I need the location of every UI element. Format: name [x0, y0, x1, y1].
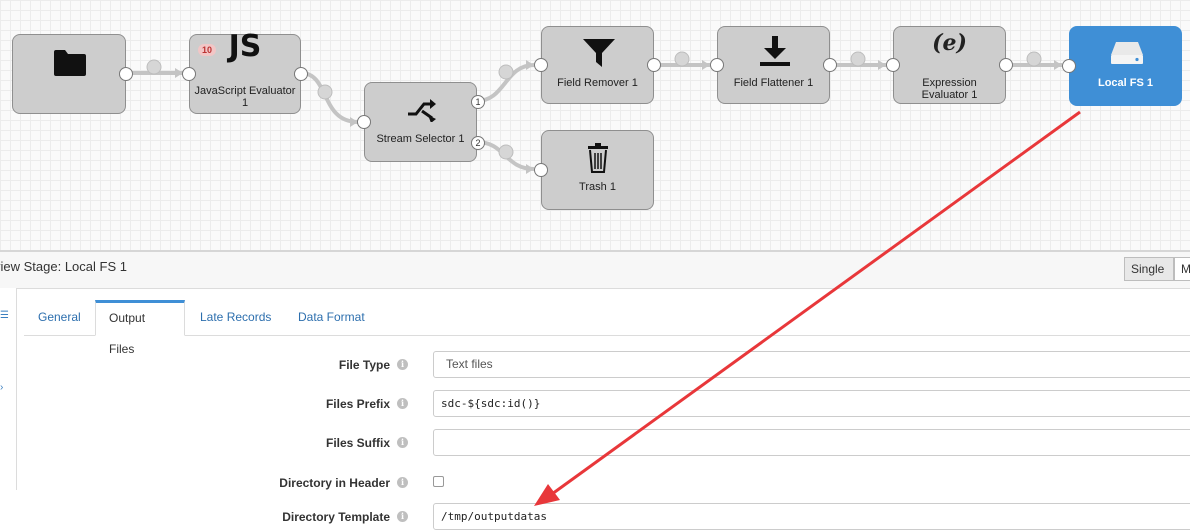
tab-data-format[interactable]: Data Format [298, 310, 365, 324]
stage-label: Stream Selector 1 [376, 133, 465, 145]
stage-local-fs[interactable]: Local FS 1 [1062, 26, 1182, 106]
input-port[interactable] [1062, 59, 1076, 73]
preview-icon [1026, 51, 1042, 67]
preview-icon [498, 144, 514, 160]
stage-label: Trash 1 [579, 181, 616, 193]
error-count-badge: 10 [198, 44, 217, 56]
tab-output-files[interactable]: Output Files [95, 300, 185, 356]
file-type-select[interactable]: Text files [433, 351, 1190, 378]
output-port[interactable] [294, 67, 308, 81]
output-port[interactable] [119, 67, 133, 81]
output-port-1[interactable]: 1 [471, 95, 485, 109]
info-icon[interactable]: i [397, 477, 408, 488]
input-port[interactable] [534, 163, 548, 177]
directory-template-label: Directory Template [282, 510, 390, 524]
arrow-head [526, 164, 534, 174]
output-port[interactable] [999, 58, 1013, 72]
funnel-icon [583, 39, 615, 67]
arrow-head [526, 60, 534, 70]
input-port[interactable] [710, 58, 724, 72]
files-suffix-input[interactable] [433, 429, 1190, 456]
files-suffix-label: Files Suffix [325, 436, 390, 450]
input-port[interactable] [534, 58, 548, 72]
preview-icon [498, 64, 514, 80]
files-prefix-input[interactable]: sdc-${sdc:id()} [433, 390, 1190, 417]
stage-trash[interactable]: Trash 1 [534, 130, 654, 210]
input-port[interactable] [182, 67, 196, 81]
trash-icon [588, 143, 608, 173]
download-icon [760, 36, 790, 66]
panel-title: view Stage: Local FS 1 [0, 259, 127, 274]
stage-field-remover[interactable]: Field Remover 1 [534, 26, 661, 104]
hard-drive-icon [1111, 42, 1143, 64]
directory-in-header-label: Directory in Header [279, 476, 390, 490]
pipeline-canvas[interactable]: 10 JS JavaScript Evaluator 1 Stream Sele… [0, 0, 1190, 250]
shuffle-icon [408, 99, 436, 122]
output-port[interactable] [647, 58, 661, 72]
folder-icon [54, 50, 86, 76]
arrow-head [702, 60, 710, 70]
stage-panel-header: view Stage: Local FS 1 Single M [0, 252, 1190, 289]
single-view-button[interactable]: Single [1124, 257, 1174, 281]
arrow-head [175, 68, 183, 78]
output-port-2[interactable]: 2 [471, 136, 485, 150]
expression-icon: (e) [932, 30, 967, 56]
files-prefix-label: Files Prefix [325, 397, 390, 411]
config-tabs: General Output Files Late Records Data F… [24, 300, 1190, 356]
arrow-head [1054, 60, 1062, 70]
list-icon[interactable]: ☰ [0, 310, 9, 321]
stage-label: Field Remover 1 [557, 77, 638, 89]
directory-in-header-checkbox[interactable] [433, 476, 444, 487]
arrow-head [878, 60, 886, 70]
info-icon[interactable]: i [397, 398, 408, 409]
preview-icon [674, 51, 690, 67]
stage-javascript-evaluator[interactable]: 10 JS JavaScript Evaluator 1 [182, 29, 308, 114]
javascript-icon: JS [228, 29, 262, 64]
info-icon[interactable]: i [397, 359, 408, 370]
stage-expression-evaluator[interactable]: (e) Expression Evaluator 1 [886, 26, 1013, 104]
info-icon[interactable]: i [397, 511, 408, 522]
file-type-label: File Type [338, 358, 390, 372]
multi-view-button[interactable]: M [1174, 257, 1190, 281]
stage-field-flattener[interactable]: Field Flattener 1 [710, 26, 837, 104]
stage-label: Local FS 1 [1097, 77, 1154, 89]
directory-template-input[interactable]: /tmp/outputdatas [433, 503, 1190, 530]
preview-icon [850, 51, 866, 67]
chevron-right-icon[interactable]: › [0, 382, 4, 393]
stage-directory-origin[interactable] [12, 34, 133, 114]
stage-label: Expression Evaluator 1 [921, 77, 978, 101]
info-icon[interactable]: i [397, 437, 408, 448]
arrow-head [350, 117, 358, 127]
tab-late-records[interactable]: Late Records [200, 310, 272, 324]
pipeline-connections [126, 51, 1062, 174]
preview-icon [146, 59, 162, 75]
tab-general[interactable]: General [38, 310, 81, 324]
stage-label: JavaScript Evaluator 1 [194, 85, 296, 109]
config-side-nav: ☰ › [0, 288, 17, 490]
input-port[interactable] [886, 58, 900, 72]
preview-icon [317, 84, 333, 100]
input-port[interactable] [357, 115, 371, 129]
stage-label: Field Flattener 1 [733, 77, 814, 89]
stage-stream-selector[interactable]: Stream Selector 1 1 2 [357, 82, 485, 162]
output-port[interactable] [823, 58, 837, 72]
